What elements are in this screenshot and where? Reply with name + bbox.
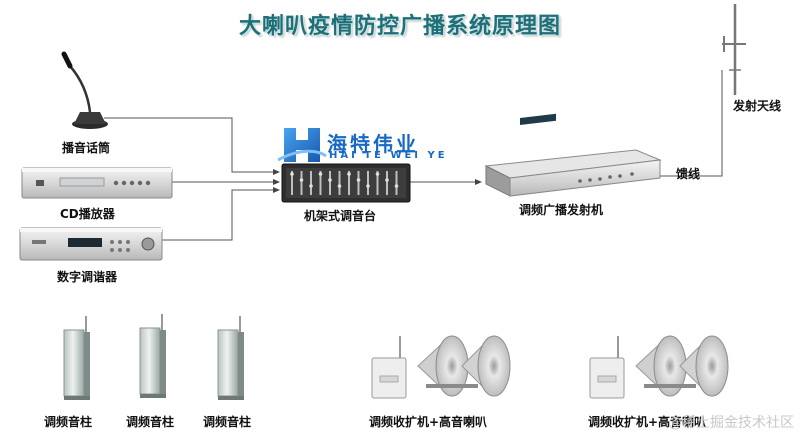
mixer-knob <box>385 178 389 182</box>
mixer-channel-strip <box>300 171 303 195</box>
mixer-channel-strip <box>348 171 350 195</box>
column-speaker-3 <box>217 316 244 400</box>
mixer-knob <box>337 184 342 188</box>
mixer-channel-strip <box>319 171 322 195</box>
tuner-icon <box>19 227 163 261</box>
transmitter-icon <box>484 113 662 197</box>
mixer-knob <box>299 178 304 182</box>
watermark-text: @稀土掘金技术社区 <box>668 415 794 431</box>
receiver-horn-set-2 <box>589 335 729 399</box>
mixer-knob <box>366 184 370 188</box>
mixer-channel-strip <box>357 171 360 195</box>
column-speaker-1-label: 调频音柱 <box>44 415 93 429</box>
mic-to-mixer-line <box>104 117 278 173</box>
mixer-knob <box>328 178 332 182</box>
mixer-icon <box>281 163 411 203</box>
mixer-knob <box>309 184 313 188</box>
mixer-knob <box>290 172 294 176</box>
column-speaker-3-label: 调频音柱 <box>203 415 252 429</box>
mixer-channel-strip <box>338 171 341 195</box>
cd-player-label: CD播放器 <box>60 207 115 221</box>
microphone-icon <box>61 51 108 129</box>
antenna-label: 发射天线 <box>733 99 782 113</box>
mixer-knob <box>375 172 380 176</box>
mixer-knob <box>394 184 399 188</box>
feeder-label: 馈线 <box>676 167 701 181</box>
mixer-knob <box>347 172 351 176</box>
logo-text-cn: 海特伟业 <box>327 132 419 156</box>
mixer-channel-strip <box>291 171 293 195</box>
microphone-label: 播音话筒 <box>62 141 111 155</box>
mixer-channel-strip <box>367 171 369 195</box>
mixer-knob <box>356 178 361 182</box>
tuner-to-mixer-line <box>162 189 278 241</box>
antenna-icon <box>722 4 746 95</box>
column-speaker-2-label: 调频音柱 <box>126 415 175 429</box>
mixer-channel-strip <box>329 171 331 195</box>
receiver-horn-1-label: 调频收扩机+高音喇叭 <box>369 415 488 429</box>
feeder-line <box>660 70 723 177</box>
column-speaker-1 <box>63 316 90 400</box>
company-logo <box>277 128 327 162</box>
transmitter-label: 调频广播发射机 <box>519 203 604 217</box>
cd-player-icon <box>21 167 173 199</box>
connection-lines <box>104 70 723 241</box>
mixer-channel-strip <box>376 171 379 195</box>
mixer-channel-strip <box>310 171 312 195</box>
receiver-horn-2-label: 调频收扩机+高音喇叭 <box>588 415 707 429</box>
tuner-label: 数字调谐器 <box>57 270 118 284</box>
arrowheads <box>273 169 482 193</box>
mixer-label: 机架式调音台 <box>304 209 377 223</box>
mixer-channel-strip <box>386 171 388 195</box>
mixer-channel-strip <box>395 171 398 195</box>
receiver-horn-set-1 <box>371 335 511 399</box>
diagram-title: 大喇叭疫情防控广播系统原理图 <box>238 14 561 39</box>
logo-text-en: HAI TE WEI YE <box>329 150 448 161</box>
mixer-knob <box>318 172 323 176</box>
column-speaker-2 <box>139 314 166 398</box>
